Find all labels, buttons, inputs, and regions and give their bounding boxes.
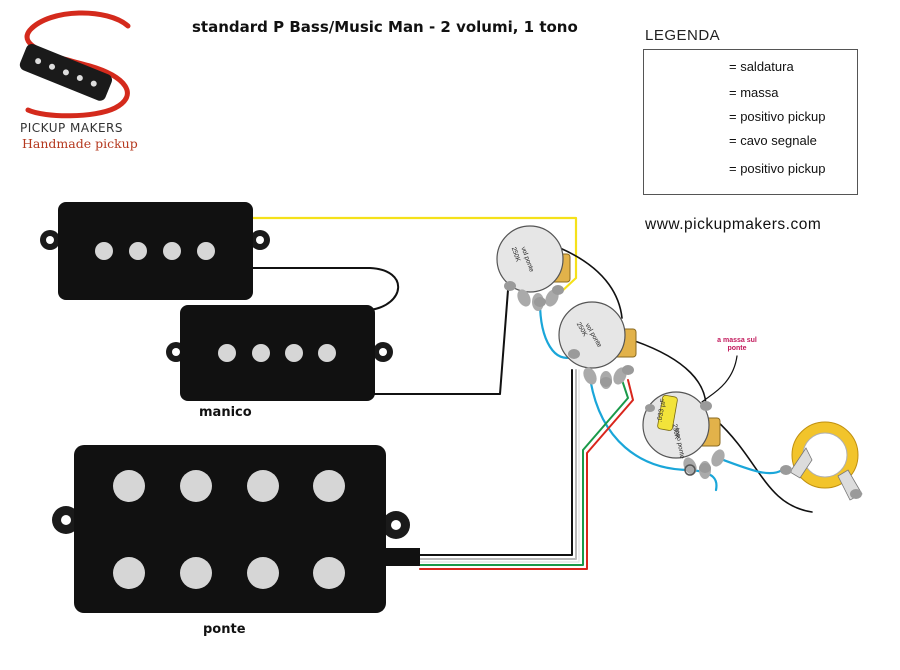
legend-label-positive: = positivo pickup: [729, 109, 826, 124]
legend-title: LEGENDA: [645, 27, 721, 44]
wire-ground-pot1-pot2: [559, 247, 623, 319]
diagram-title: standard P Bass/Music Man - 2 volumi, 1 …: [192, 18, 578, 36]
wires: [250, 216, 813, 570]
brand-name: PICKUP MAKERS: [20, 121, 124, 135]
bridge-pickup-label: ponte: [203, 622, 246, 637]
wire-yellow-neck: [250, 216, 578, 295]
tone-capacitor: [657, 394, 678, 431]
wire-bridge-green: [419, 379, 629, 566]
wire-signal-to-jack: [716, 456, 784, 475]
pot-volume-2: [558, 301, 637, 389]
legend-label-solder: = saldatura: [729, 59, 794, 74]
wire-ground-to-jack: [715, 419, 813, 513]
legend-label-positive-2: = positivo pickup: [729, 161, 826, 176]
pot-volume-1: [496, 225, 571, 311]
logo-pickup-icon: [19, 43, 113, 101]
wire-bridge-ground: [701, 355, 738, 403]
pot-tone: [642, 391, 725, 479]
neck-pickup-upper: [40, 202, 270, 300]
pot1-solder: [504, 281, 516, 291]
wire-black-neck-to-pot: [371, 289, 509, 395]
bridge-ground-note: a massa sul ponte: [717, 337, 757, 352]
neck-pickup-lower: [166, 305, 393, 401]
wire-ground-pot2-pot3: [631, 339, 707, 406]
logo-swoosh: [24, 10, 131, 119]
wire-bridge-red: [419, 379, 634, 570]
wire-black-neck-link: [251, 267, 400, 311]
website-url: www.pickupmakers.com: [645, 216, 822, 233]
wire-bridge-white: [419, 369, 580, 563]
wire-bridge-black: [419, 369, 573, 556]
legend-label-signal: = cavo segnale: [729, 133, 817, 148]
neck-pickup-label: manico: [199, 405, 252, 420]
bridge-pickup: [52, 445, 420, 613]
brand-logo: [19, 10, 131, 119]
output-jack: [780, 421, 863, 501]
brand-tagline: Handmade pickup: [22, 136, 138, 151]
legend-box: [643, 49, 858, 195]
legend-label-ground: = massa: [729, 85, 779, 100]
wire-bridge-gray: [419, 369, 577, 560]
wire-signal-pot2-pot3: [588, 376, 718, 492]
